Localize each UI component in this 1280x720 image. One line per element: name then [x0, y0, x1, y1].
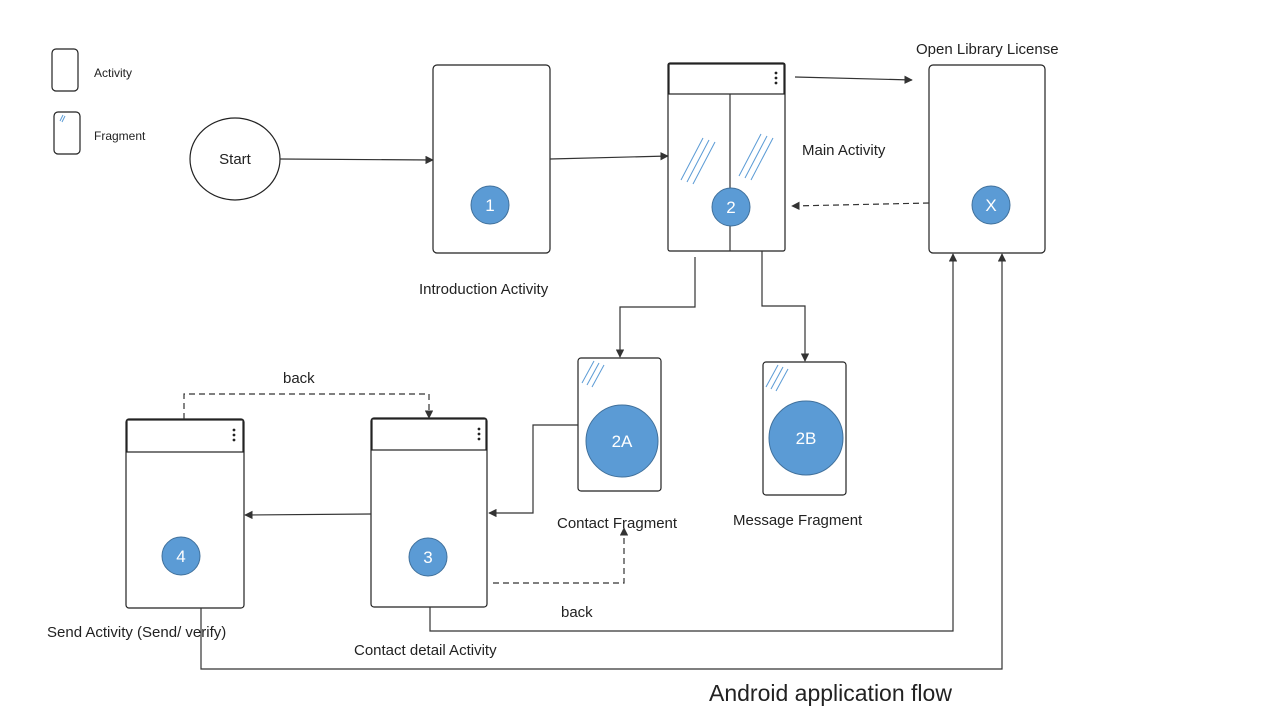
main-right-fragment-hatch-icon	[738, 133, 774, 181]
legend: Activity Fragment	[51, 48, 146, 155]
send-activity: 4 Send Activity (Send/ verify)	[47, 418, 245, 641]
message-fragment-hatch-icon	[765, 364, 789, 392]
edge-main-to-license	[794, 75, 913, 85]
edge-contact-detail-to-send	[244, 510, 372, 520]
introduction-activity: 1 Introduction Activity	[419, 64, 551, 298]
license-label: Open Library License	[916, 41, 1059, 58]
main-label: Main Activity	[802, 142, 886, 159]
edge-label-back-top: back	[283, 370, 315, 387]
introduction-badge: 1	[485, 196, 494, 215]
message-fragment-badge: 2B	[796, 429, 817, 448]
contact-fragment-badge: 2A	[612, 432, 633, 451]
contact-detail-menu-icon	[477, 427, 481, 441]
main-left-fragment-hatch-icon	[680, 137, 716, 185]
start-label: Start	[219, 151, 252, 168]
legend-activity-shape	[51, 48, 79, 92]
edges	[183, 75, 1007, 670]
main-menu-icon	[774, 71, 778, 85]
introduction-label: Introduction Activity	[419, 281, 549, 298]
edge-license-back-to-main	[791, 201, 930, 211]
send-label: Send Activity (Send/ verify)	[47, 624, 226, 641]
license-badge: X	[985, 196, 996, 215]
legend-activity-label: Activity	[94, 66, 132, 80]
edge-contact-detail-to-license	[429, 253, 958, 632]
contact-fragment-label: Contact Fragment	[557, 515, 678, 532]
edge-send-to-license	[200, 253, 1007, 670]
send-menu-icon	[232, 428, 236, 442]
message-fragment: 2B Message Fragment	[733, 361, 863, 529]
contact-detail-label: Contact detail Activity	[354, 642, 497, 659]
contact-fragment: 2A Contact Fragment	[557, 357, 678, 532]
edge-send-back-to-contact-detail	[183, 393, 434, 419]
legend-fragment-shape	[53, 111, 81, 155]
message-fragment-label: Message Fragment	[733, 512, 863, 529]
edge-contact-fragment-to-contact-detail	[488, 424, 578, 518]
edge-contact-detail-back-to-contact-fragment	[493, 527, 629, 584]
edge-main-to-message-fragment	[761, 251, 810, 362]
legend-fragment-label: Fragment	[94, 129, 146, 143]
main-badge: 2	[726, 198, 735, 217]
edge-start-to-introduction	[279, 155, 434, 165]
legend-fragment-hatch-icon	[59, 114, 66, 123]
edge-main-to-contact-fragment	[615, 257, 696, 358]
main-activity: 2 Main Activity	[667, 62, 886, 252]
send-badge: 4	[176, 547, 185, 566]
start-node: Start	[189, 117, 281, 201]
contact-fragment-hatch-icon	[581, 360, 605, 388]
edge-label-back-bottom: back	[561, 604, 593, 621]
license-activity: X Open Library License	[916, 41, 1059, 254]
contact-detail-activity: 3 Contact detail Activity	[354, 417, 497, 659]
diagram-caption: Android application flow	[709, 680, 952, 706]
edge-introduction-to-main	[549, 151, 669, 161]
contact-detail-badge: 3	[423, 548, 432, 567]
